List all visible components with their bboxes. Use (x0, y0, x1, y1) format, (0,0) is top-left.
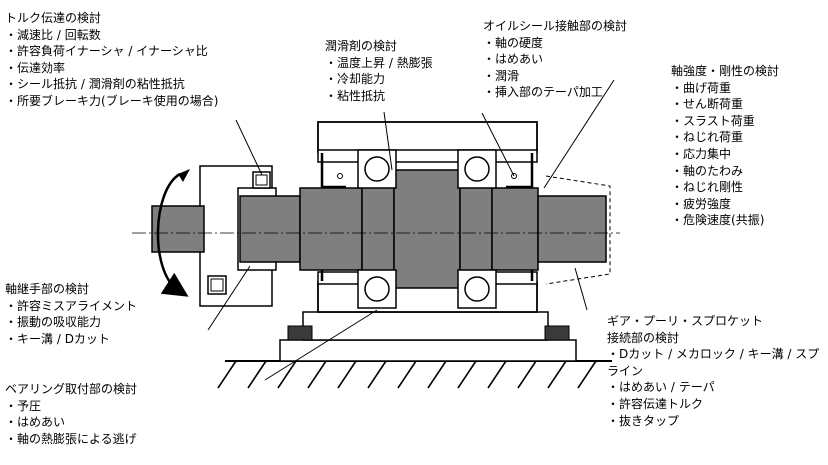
oil-seal-title: オイルシール接触部の検討 (483, 19, 628, 33)
oil-seal-item: 潤滑 (483, 68, 627, 85)
lubricant-item: 温度上昇 / 熱膨張 (325, 55, 433, 72)
gear-connection-item: Dカット / メカロック / キー溝 / スプライン (607, 346, 821, 379)
lubricant-title: 潤滑剤の検討 (325, 39, 398, 53)
coupling-note: 軸継手部の検討 許容ミスアライメント 振動の吸収能力 キー溝 / Dカット (5, 281, 137, 347)
bearing-mount-title: ベアリング取付部の検討 (5, 382, 138, 396)
oil-seal-item: 軸の硬度 (483, 35, 627, 52)
lubricant-item: 冷却能力 (325, 71, 433, 88)
oil-seal-item: 挿入部のテーパ加工 (483, 84, 627, 101)
shaft-strength-item: 危険速度(共振) (671, 212, 779, 229)
gear-connection-item: 抜きタップ (607, 413, 821, 430)
bearing-mount-item: 予圧 (5, 398, 137, 415)
torque-item: 所要ブレーキ力(ブレーキ使用の場合) (5, 93, 218, 110)
shaft (151, 169, 607, 289)
shaft-strength-note: 軸強度・剛性の検討 曲げ荷重 せん断荷重 スラスト荷重 ねじれ荷重 応力集中 軸… (671, 63, 779, 229)
lubricant-note: 潤滑剤の検討 温度上昇 / 熱膨張 冷却能力 粘性抵抗 (325, 38, 433, 104)
coupling-title: 軸継手部の検討 (5, 282, 90, 296)
torque-transmission-title: トルク伝達の検討 (5, 11, 102, 25)
coupling-item: キー溝 / Dカット (5, 331, 137, 348)
torque-item: 許容負荷イナーシャ / イナーシャ比 (5, 43, 218, 60)
torque-item: 減速比 / 回転数 (5, 27, 218, 44)
oil-seal-note: オイルシール接触部の検討 軸の硬度 はめあい 潤滑 挿入部のテーパ加工 (483, 18, 627, 101)
bearing-mount-item: 軸の熱膨張による逃げ (5, 431, 137, 448)
shaft-strength-item: 応力集中 (671, 146, 779, 163)
coupling-item: 許容ミスアライメント (5, 298, 137, 315)
coupling-item: 振動の吸収能力 (5, 314, 137, 331)
shaft-strength-item: スラスト荷重 (671, 113, 779, 130)
shaft-strength-item: 曲げ荷重 (671, 80, 779, 97)
oil-seal-item: はめあい (483, 51, 627, 68)
shaft-strength-item: 疲労強度 (671, 196, 779, 213)
gear-connection-item: はめあい / テーパ (607, 379, 821, 396)
shaft-strength-item: ねじれ剛性 (671, 179, 779, 196)
gear-connection-title-line: 接続部の検討 (607, 330, 680, 345)
gear-connection-item: 許容伝達トルク (607, 396, 821, 413)
torque-item: 伝達効率 (5, 60, 218, 77)
gear-connection-title-line: ギア・プーリ・スプロケット (607, 314, 764, 328)
shaft-strength-item: せん断荷重 (671, 96, 779, 113)
ground-base (217, 360, 612, 389)
shaft-strength-item: 軸のたわみ (671, 163, 779, 180)
torque-item: シール抵抗 / 潤滑剤の粘性抵抗 (5, 76, 218, 93)
shaft-strength-item: ねじれ荷重 (671, 129, 779, 146)
mounting-base (279, 311, 577, 362)
gear-connection-note: ギア・プーリ・スプロケット 接続部の検討 Dカット / メカロック / キー溝 … (607, 313, 821, 429)
torque-transmission-note: トルク伝達の検討 減速比 / 回転数 許容負荷イナーシャ / イナーシャ比 伝達… (5, 10, 218, 110)
bearing-mount-item: はめあい (5, 414, 137, 431)
bearings (357, 149, 497, 309)
lubricant-item: 粘性抵抗 (325, 88, 433, 105)
rotation-arrow-icon (156, 169, 190, 297)
shaft-strength-title: 軸強度・剛性の検討 (671, 64, 780, 78)
bearing-mount-note: ベアリング取付部の検討 予圧 はめあい 軸の熱膨張による逃げ (5, 381, 137, 447)
